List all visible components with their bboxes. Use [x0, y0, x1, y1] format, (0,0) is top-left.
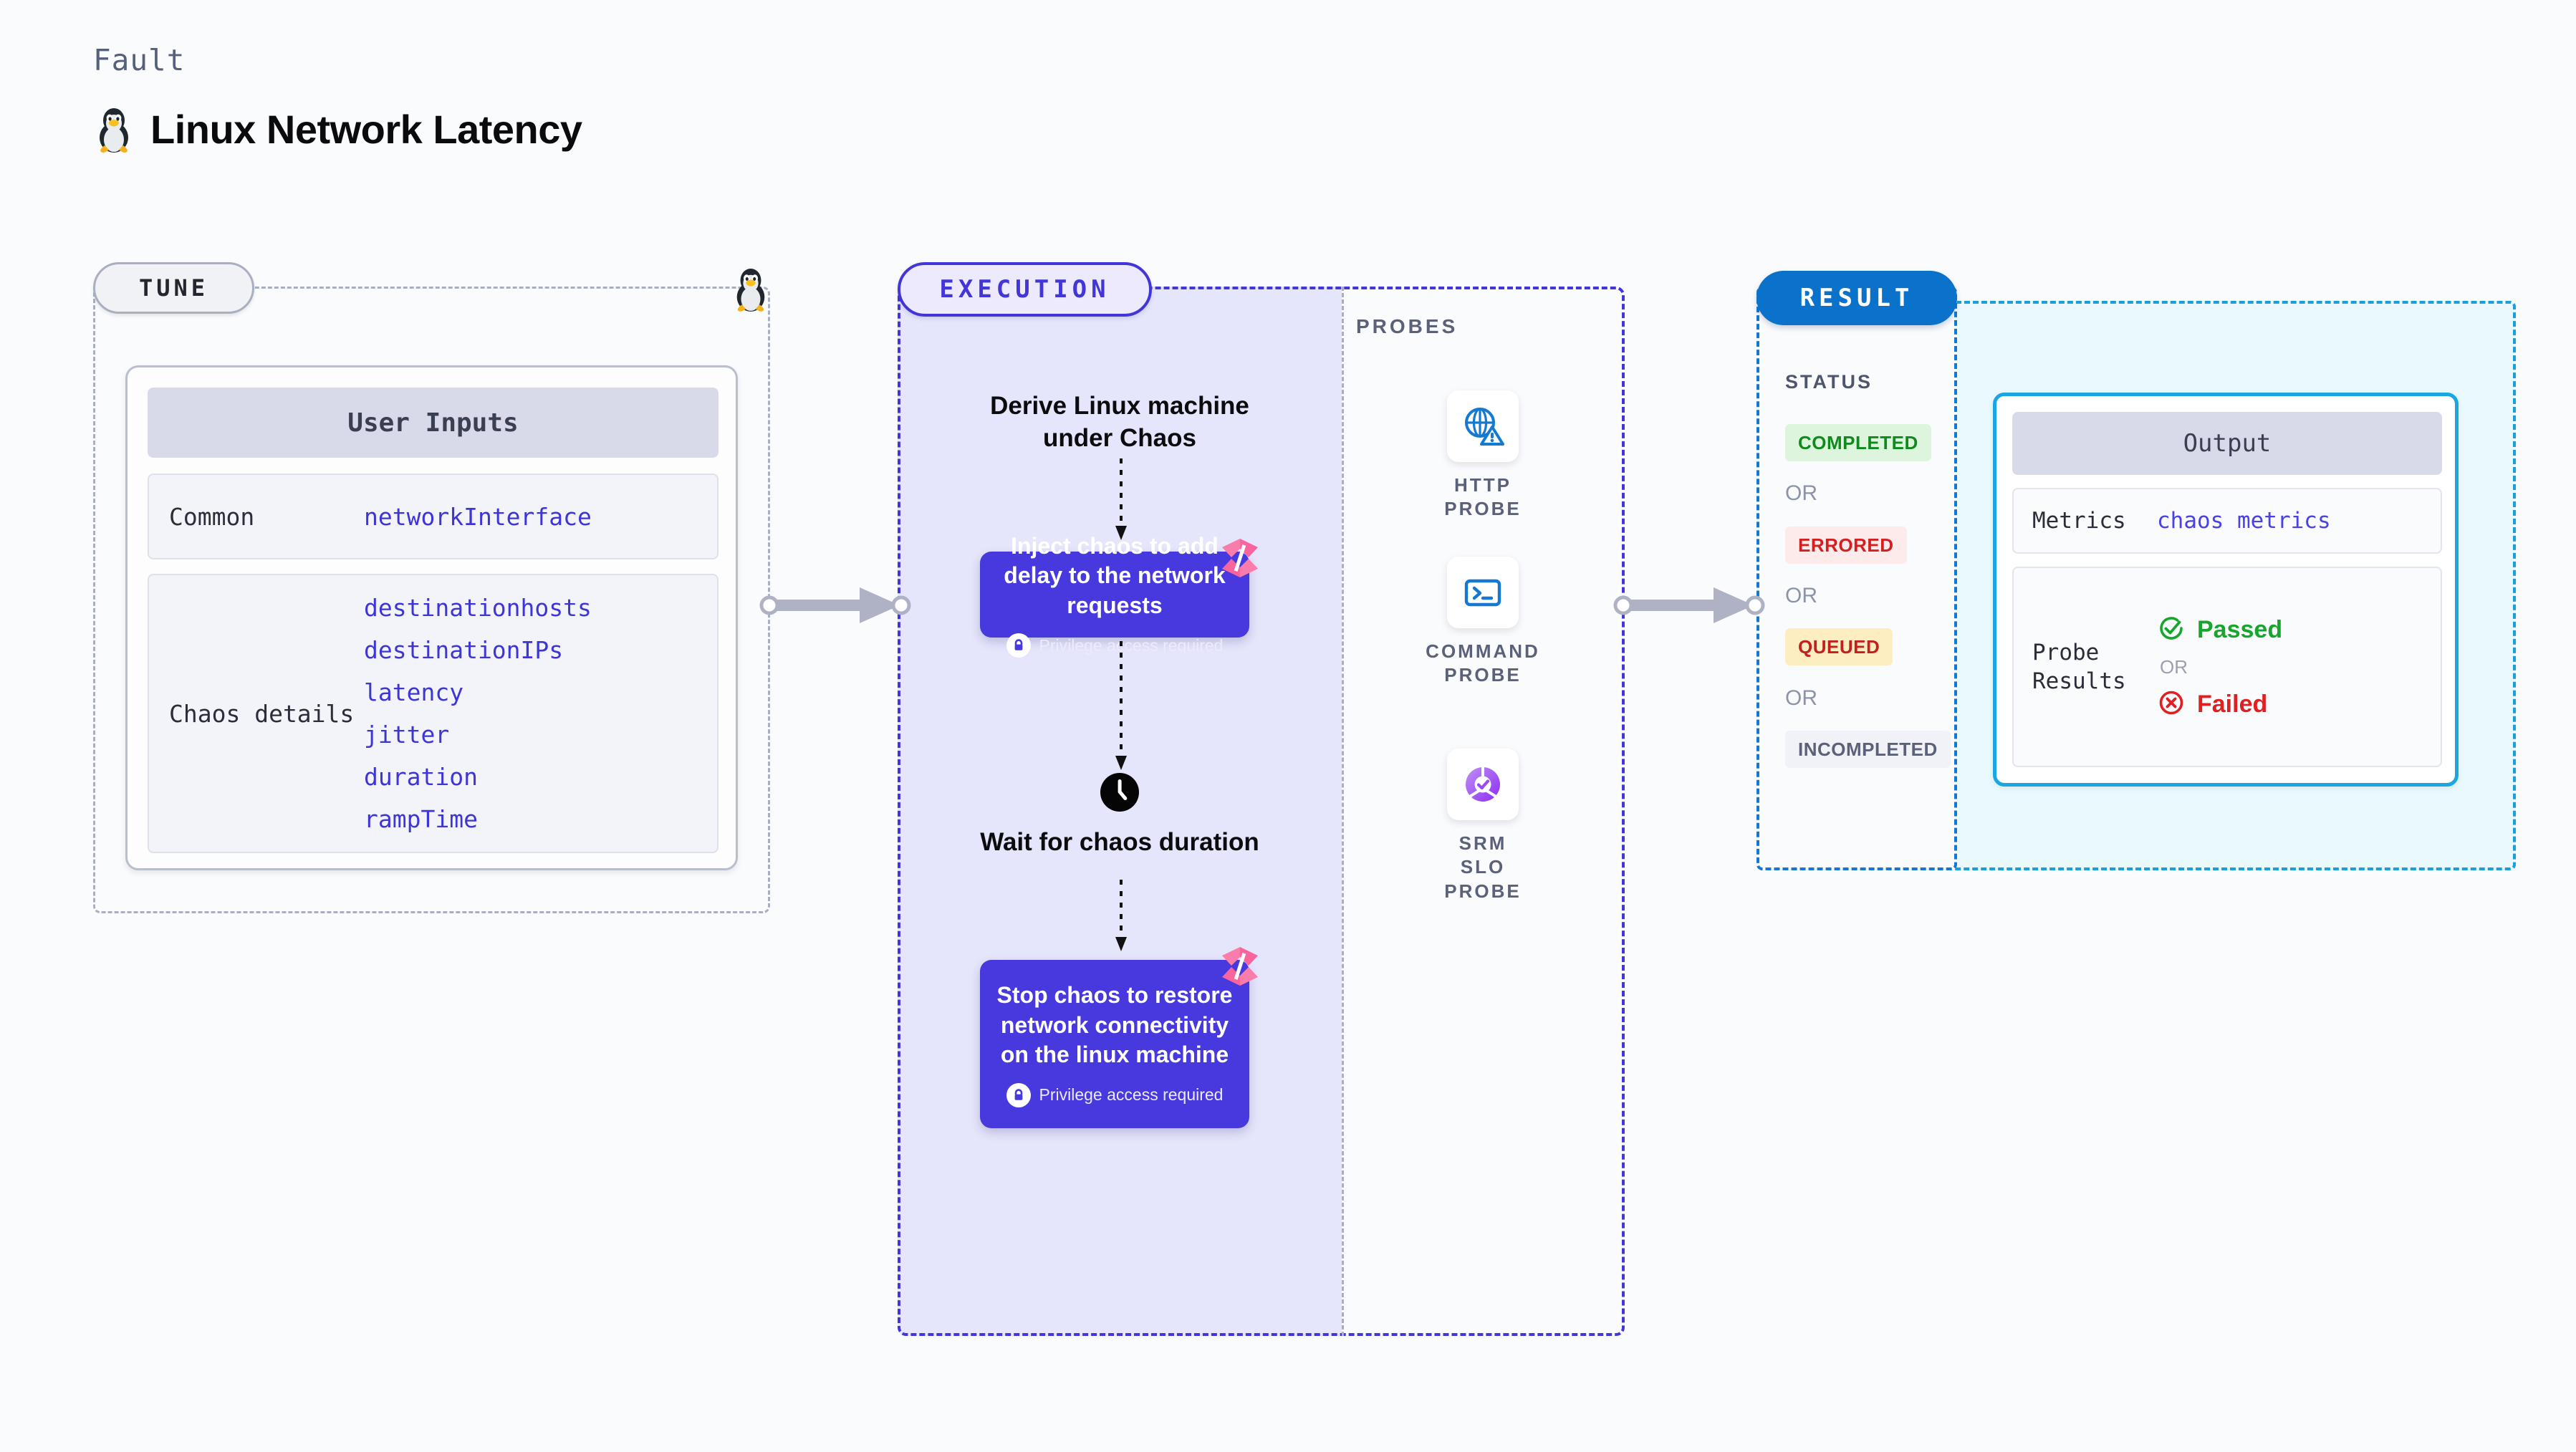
chaos-metrics-link[interactable]: chaos metrics [2157, 508, 2331, 534]
tune-row-key: Common [169, 502, 255, 531]
user-inputs-title: User Inputs [148, 388, 719, 458]
tune-row-common: Common networkInterface [148, 473, 719, 559]
output-row-probe-results: Probe Results Passed OR [2012, 567, 2442, 767]
page-header: Fault Linux Network Latency [93, 43, 582, 153]
probe-label: COMMAND PROBE [1426, 640, 1540, 686]
slo-donut-check-icon [1447, 749, 1519, 820]
probe-http[interactable]: HTTP PROBE [1444, 390, 1522, 521]
probe-srm-slo[interactable]: SRM SLO PROBE [1444, 749, 1522, 903]
execution-step-label: Derive Linux machine under Chaos [990, 392, 1249, 452]
tune-row-key: Chaos details [169, 699, 355, 728]
harness-logo-icon [1218, 944, 1262, 992]
tux-penguin-icon [731, 265, 771, 316]
status-badge-errored: ERRORED [1785, 527, 1907, 564]
status-or-2: OR [1785, 584, 1817, 607]
flow-arrow-1 [1115, 458, 1127, 540]
privilege-label: Privilege access required [1039, 635, 1224, 655]
probe-failed-label: Failed [2197, 690, 2268, 718]
output-row-metrics: Metrics chaos metrics [2012, 488, 2442, 554]
tune-param[interactable]: latency [364, 678, 464, 706]
status-or-3: OR [1785, 686, 1817, 710]
execution-badge: EXECUTION [898, 262, 1152, 317]
clock-icon [1097, 773, 1142, 817]
check-circle-icon [2157, 614, 2186, 646]
connector-execution-to-result [1613, 587, 1765, 623]
result-badge: RESULT [1756, 271, 1957, 325]
lock-icon [1006, 633, 1031, 658]
tune-param[interactable]: jitter [364, 721, 450, 749]
probe-passed-label: Passed [2197, 615, 2283, 643]
execution-step-wait: Wait for chaos duration [955, 770, 1284, 859]
tune-param[interactable]: networkInterface [364, 502, 592, 531]
execution-step-label: Wait for chaos duration [980, 828, 1259, 856]
status-badge-queued: QUEUED [1785, 628, 1893, 665]
page-title-row: Linux Network Latency [93, 105, 582, 153]
output-row-key: Metrics [2032, 507, 2126, 534]
tune-param[interactable]: destinationhosts [364, 594, 592, 622]
lock-icon [1006, 1082, 1031, 1107]
status-label: STATUS [1785, 371, 1873, 393]
execution-panel [898, 287, 1625, 1336]
connector-tune-to-execution [759, 587, 911, 623]
result-panel [1756, 287, 1957, 870]
execution-node-label: Inject chaos to add delay to the network… [1004, 532, 1226, 618]
tune-param[interactable]: duration [364, 763, 478, 791]
probe-label: SRM SLO PROBE [1444, 832, 1522, 902]
tune-row-chaos-details: Chaos details destinationhosts destinati… [148, 574, 719, 853]
privilege-badge: Privilege access required [1006, 633, 1224, 658]
execution-node-stop-chaos[interactable]: Stop chaos to restore network connectivi… [980, 947, 1258, 1128]
privilege-label: Privilege access required [1039, 1085, 1224, 1105]
probe-command[interactable]: COMMAND PROBE [1426, 557, 1538, 688]
probe-label: HTTP PROBE [1444, 474, 1522, 520]
globe-warning-icon [1447, 390, 1519, 462]
output-row-key: Probe Results [2032, 639, 2126, 694]
tune-param[interactable]: destinationIPs [364, 636, 564, 664]
tune-badge: TUNE [93, 262, 254, 314]
output-title: Output [2012, 412, 2442, 475]
privilege-badge: Privilege access required [1006, 1082, 1224, 1107]
probe-result-passed: Passed [2157, 614, 2282, 646]
tune-row-values: networkInterface [364, 503, 592, 531]
execution-node-inject-chaos[interactable]: Inject chaos to add delay to the network… [980, 533, 1258, 658]
page-title: Linux Network Latency [150, 106, 582, 152]
probe-result-values: Passed OR Failed [2157, 614, 2282, 721]
tune-row-values: destinationhosts destinationIPs latency … [364, 594, 592, 833]
output-card: Output Metrics chaos metrics Probe Resul… [1993, 393, 2459, 787]
status-badge-incompleted: INCOMPLETED [1785, 731, 1951, 768]
probes-divider [1342, 287, 1344, 1336]
terminal-icon [1447, 557, 1519, 628]
tux-penguin-icon [93, 105, 135, 153]
harness-logo-icon [1218, 536, 1262, 584]
probe-result-failed: Failed [2157, 688, 2282, 721]
execution-step-derive: Derive Linux machine under Chaos [955, 390, 1284, 455]
flow-arrow-2 [1115, 641, 1127, 770]
tune-param[interactable]: rampTime [364, 805, 478, 833]
status-badge-completed: COMPLETED [1785, 424, 1931, 461]
probe-result-or: OR [2160, 655, 2188, 678]
flow-arrow-3 [1115, 880, 1127, 951]
probes-label: PROBES [1356, 315, 1458, 337]
fault-kicker: Fault [93, 43, 186, 77]
user-inputs-card: User Inputs Common networkInterface Chao… [125, 365, 738, 870]
status-or-1: OR [1785, 481, 1817, 505]
execution-node-label: Stop chaos to restore network connectivi… [996, 982, 1233, 1068]
x-circle-icon [2157, 688, 2186, 721]
